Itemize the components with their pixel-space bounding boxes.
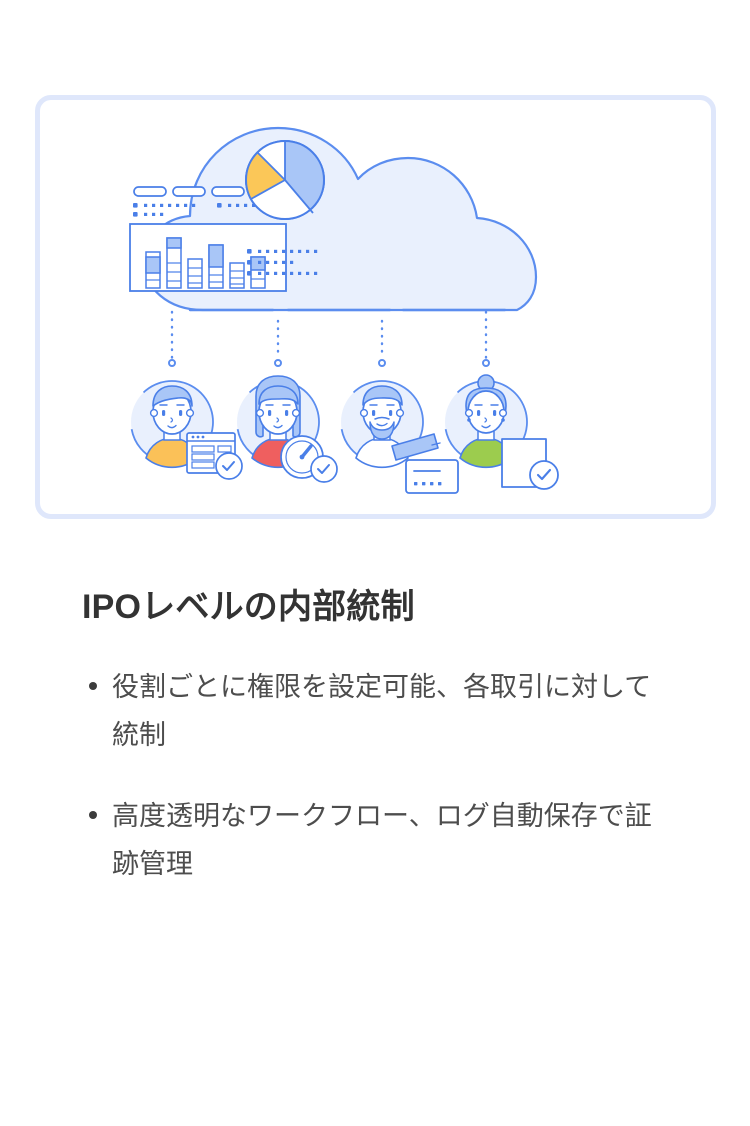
clock-gauge-with-check-icon (280, 435, 338, 483)
pie-chart (245, 140, 325, 220)
bar-5 (229, 262, 245, 289)
bullet-dot-icon (89, 681, 97, 690)
credit-card-icon (405, 459, 459, 494)
document-with-check-icon (501, 438, 559, 490)
list-item: 高度透明なワークフロー、ログ自動保存で証跡管理 (0, 792, 750, 888)
bar-1 (145, 251, 161, 289)
bar-chart-panel (129, 223, 287, 292)
list-item: 役割ごとに権限を設定可能、各取引に対して統制 (0, 663, 750, 759)
avatar-user-4 (444, 374, 559, 490)
bullet-dot-icon (89, 810, 97, 819)
list-item-label: 高度透明なワークフロー、ログ自動保存で証跡管理 (112, 800, 652, 880)
avatar-user-3 (340, 380, 459, 494)
bar-4 (208, 244, 224, 289)
illustration-card (35, 95, 716, 519)
text-content: IPOレベルの内部統制 役割ごとに権限を設定可能、各取引に対して統制 高度透明な… (0, 585, 750, 888)
bar-2 (166, 237, 182, 289)
dashboard-dot-rows-left (133, 203, 196, 217)
feature-bullet-list: 役割ごとに権限を設定可能、各取引に対して統制 高度透明なワークフロー、ログ自動保… (0, 663, 750, 888)
connector-end-dots (168, 359, 490, 367)
browser-window-with-check-icon (186, 432, 243, 480)
pie-dot-rows (247, 249, 318, 276)
cloud-dashboard-illustration (129, 126, 559, 494)
avatar-user-2 (236, 375, 338, 483)
bar-3 (187, 258, 203, 289)
page-title: IPOレベルの内部統制 (82, 588, 415, 626)
avatar-user-1 (130, 380, 243, 480)
dotted-connectors (170, 310, 488, 360)
list-item-label: 役割ごとに権限を設定可能、各取引に対して統制 (112, 671, 652, 750)
